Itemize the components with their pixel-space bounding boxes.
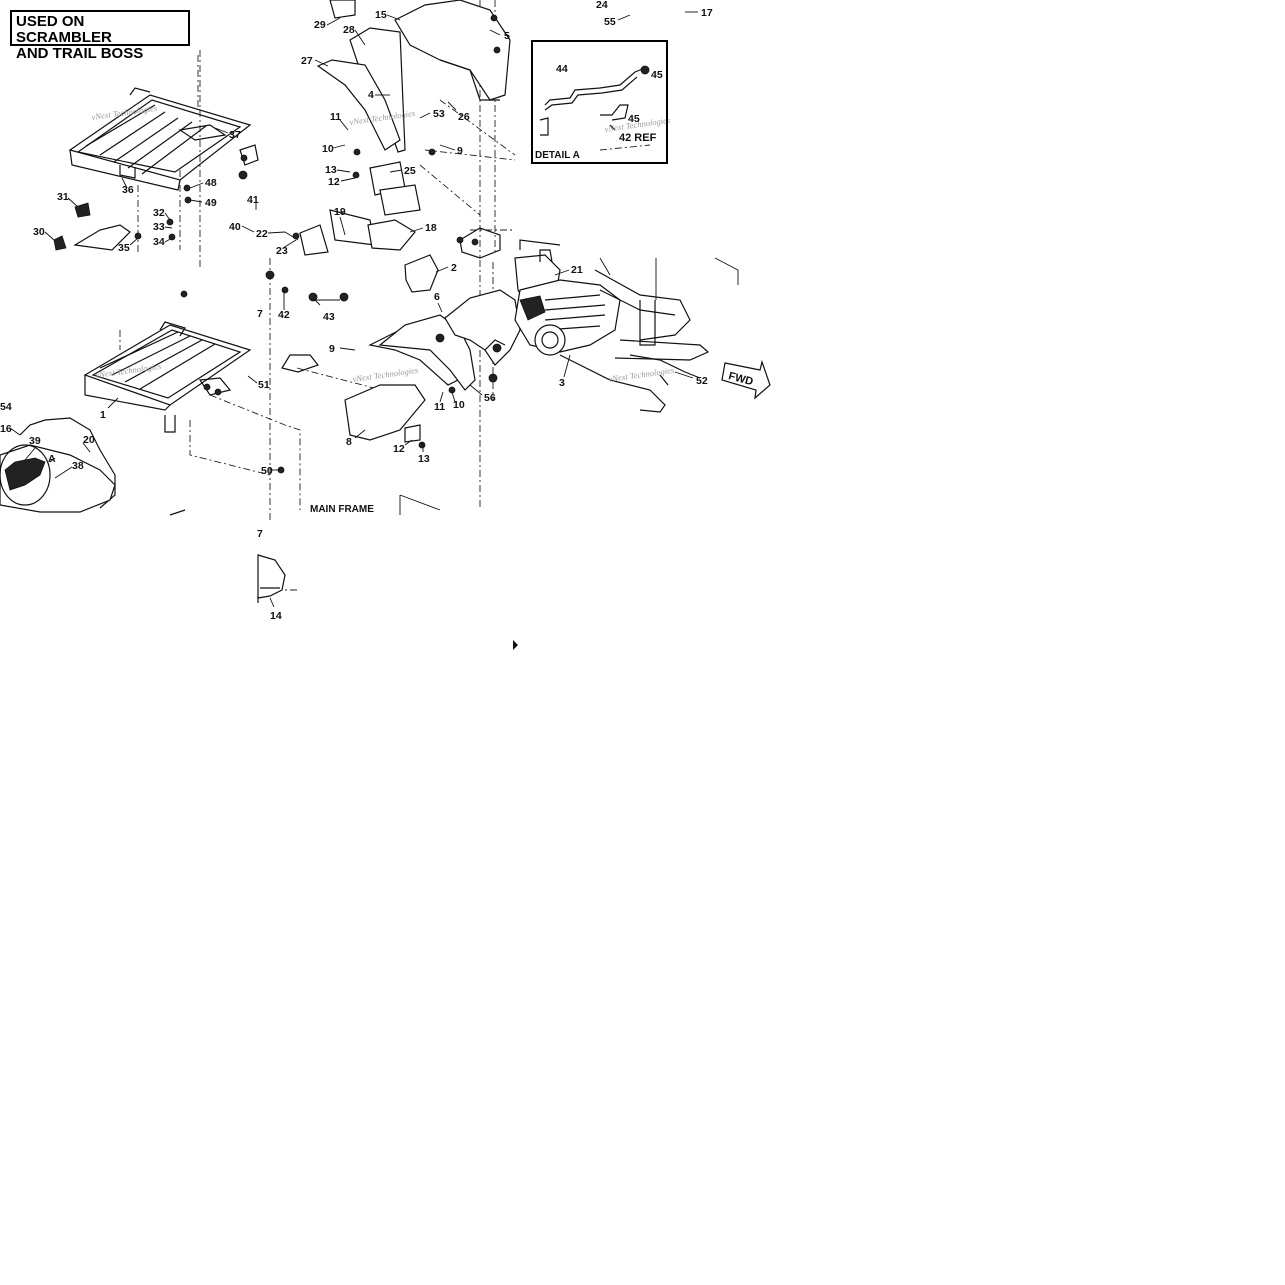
callout-10: 10 [322, 143, 334, 155]
callout-4: 4 [368, 89, 374, 101]
callout-9-front: 9 [329, 343, 335, 355]
callout-36: 36 [122, 184, 134, 196]
usage-banner-line2: AND TRAIL BOSS [16, 45, 144, 62]
front-fender [281, 254, 521, 449]
detail-ref-label: 42 REF [619, 132, 657, 144]
callout-22: 22 [256, 228, 268, 240]
callout-24: 24 [596, 0, 608, 11]
callout-31: 31 [57, 191, 69, 203]
callout-2: 2 [451, 262, 457, 274]
callout-50: 50 [261, 465, 273, 477]
callout-55: 55 [604, 16, 616, 28]
callout-41: 41 [247, 194, 259, 206]
callout-52: 52 [696, 375, 708, 387]
callout-17: 17 [701, 7, 713, 19]
detail-marker: A [48, 453, 56, 465]
callout-6: 6 [434, 291, 440, 303]
callout-19: 19 [334, 206, 346, 218]
callout-32: 32 [153, 207, 165, 219]
callout-9: 9 [457, 145, 463, 157]
callout-20: 20 [83, 434, 95, 446]
callout-27: 27 [301, 55, 313, 67]
detail-callout-44: 44 [556, 63, 568, 75]
callout-13: 13 [325, 164, 337, 176]
detail-callout-45-bottom: 45 [628, 113, 640, 125]
callout-43: 43 [323, 311, 335, 323]
callout-53: 53 [433, 108, 445, 120]
callout-23: 23 [276, 245, 288, 257]
usage-banner-line1: USED ON SCRAMBLER [16, 13, 112, 46]
callout-35: 35 [118, 242, 130, 254]
callout-8: 8 [346, 436, 352, 448]
detail-callout-45-top: 45 [651, 69, 663, 81]
detail-a-labels: 44 45 45 42 REF DETAIL A [535, 63, 663, 161]
callout-29: 29 [314, 19, 326, 31]
callout-18: 18 [425, 222, 437, 234]
fasteners [53, 14, 501, 474]
callout-1: 1 [100, 409, 106, 421]
callout-3: 3 [559, 377, 565, 389]
callout-14: 14 [270, 610, 282, 622]
detail-title: DETAIL A [535, 150, 580, 161]
leader-lines [9, 11, 698, 608]
callout-48: 48 [205, 177, 217, 189]
seat-assembly [0, 417, 186, 516]
callout-51: 51 [258, 379, 270, 391]
callout-39: 39 [29, 435, 41, 447]
detail-a-box [531, 40, 668, 164]
callout-11-front: 11 [434, 401, 445, 413]
callout-25: 25 [404, 165, 416, 177]
rear-fenders-upper [238, 0, 511, 256]
callout-5: 5 [504, 30, 510, 42]
callout-10-front: 10 [453, 399, 465, 411]
callout-7-lower: 7 [257, 528, 263, 540]
callout-33: 33 [153, 221, 165, 233]
usage-banner: USED ON SCRAMBLER AND TRAIL BOSS [10, 10, 190, 62]
callout-54: 54 [0, 401, 12, 413]
callout-38: 38 [72, 460, 84, 472]
detail-a-bracket [539, 65, 650, 136]
callout-30: 30 [33, 226, 45, 238]
fwd-arrow: FWD [721, 359, 771, 400]
rear-cover [257, 554, 286, 603]
callout-12-front: 12 [393, 443, 405, 455]
main-frame-label: MAIN FRAME [310, 504, 374, 515]
callout-37: 37 [229, 129, 241, 141]
pointer-icon [513, 640, 518, 650]
upper-rear-rack [68, 87, 252, 191]
callout-12: 12 [328, 176, 340, 188]
callout-28: 28 [343, 24, 355, 36]
callout-15: 15 [375, 9, 387, 21]
callout-26: 26 [458, 111, 470, 123]
engine-and-frame [459, 227, 710, 413]
callout-49: 49 [205, 197, 217, 209]
callout-34: 34 [153, 236, 165, 248]
callout-40: 40 [229, 221, 241, 233]
callout-21: 21 [571, 264, 583, 276]
callout-numbers: 29 15 24 55 17 28 27 5 4 53 26 11 10 9 1… [0, 0, 713, 622]
lower-rear-rack [83, 321, 252, 433]
callout-16: 16 [0, 423, 12, 435]
callout-11: 11 [330, 111, 341, 123]
callout-56: 56 [484, 392, 496, 404]
callout-13-front: 13 [418, 453, 430, 465]
callout-42: 42 [278, 309, 290, 321]
callout-7-upper: 7 [257, 308, 263, 320]
